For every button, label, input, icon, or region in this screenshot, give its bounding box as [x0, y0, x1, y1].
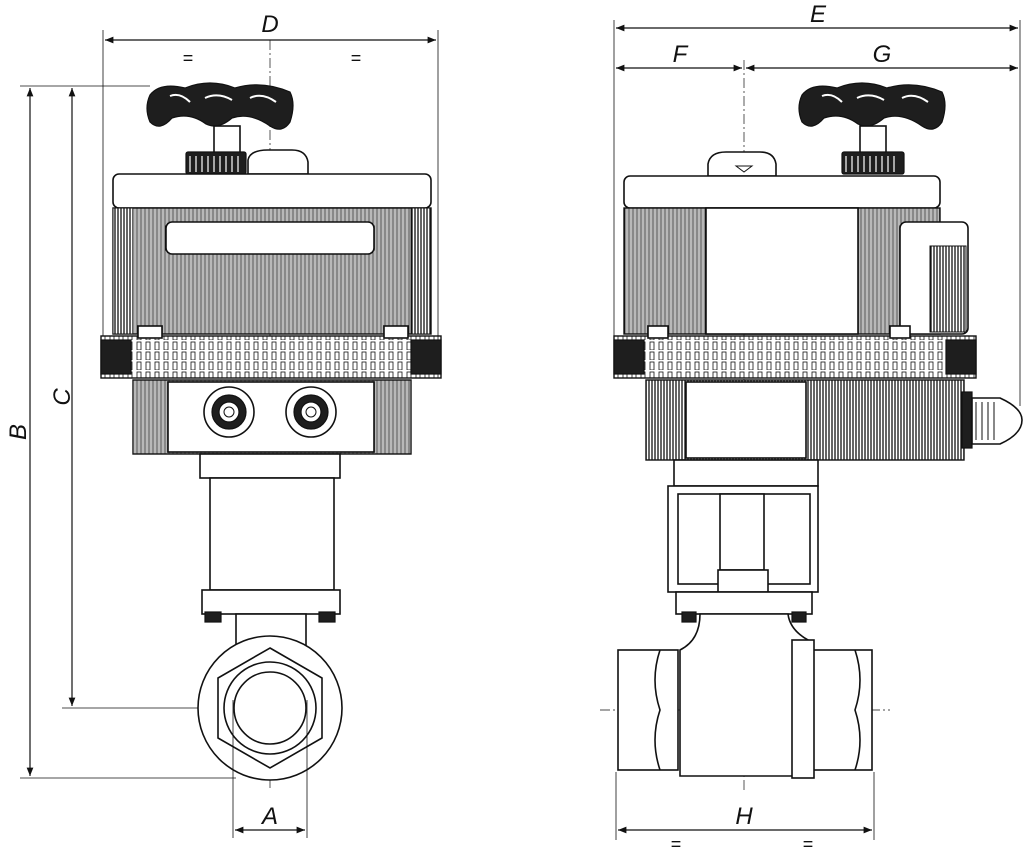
label-f: F: [673, 41, 689, 68]
dimension-h: [615, 772, 875, 840]
mounting-flange-front: [199, 453, 341, 479]
gear-ring-side: [613, 335, 977, 379]
label-g: G: [873, 41, 892, 68]
valve-body-side: [617, 613, 873, 779]
handwheel-front: [146, 82, 309, 175]
equal-mark-h-left: =: [671, 834, 682, 852]
equal-mark-d-right: =: [351, 48, 362, 68]
handwheel-side: [707, 82, 946, 177]
label-c: C: [49, 388, 76, 406]
actuator-cover-front: [112, 173, 432, 209]
label-e: E: [810, 1, 827, 28]
cable-gland-right: [285, 386, 337, 438]
dimension-e: [613, 20, 1021, 406]
label-b: B: [5, 424, 32, 440]
equal-mark-d-left: =: [183, 48, 194, 68]
side-view: [600, 20, 1023, 840]
equal-mark-h-right: =: [803, 834, 814, 852]
front-view: [20, 30, 442, 838]
gear-ring-front: [100, 335, 442, 379]
label-h: H: [735, 803, 753, 830]
valve-body-front: [197, 613, 343, 781]
nameplate-front: [165, 221, 375, 255]
cable-gland-left: [203, 386, 255, 438]
mounting-flange-side: [673, 459, 819, 487]
dimension-d: [102, 30, 439, 336]
dimension-b: [20, 85, 236, 779]
side-panel: [705, 207, 859, 335]
cable-gland-side: [961, 391, 1023, 449]
dimension-c: [62, 87, 198, 709]
label-a: A: [260, 803, 278, 830]
bracket-front: [209, 477, 335, 591]
actuator-cover-side: [623, 175, 941, 209]
dimension-a: [232, 700, 308, 838]
label-d: D: [261, 11, 278, 38]
